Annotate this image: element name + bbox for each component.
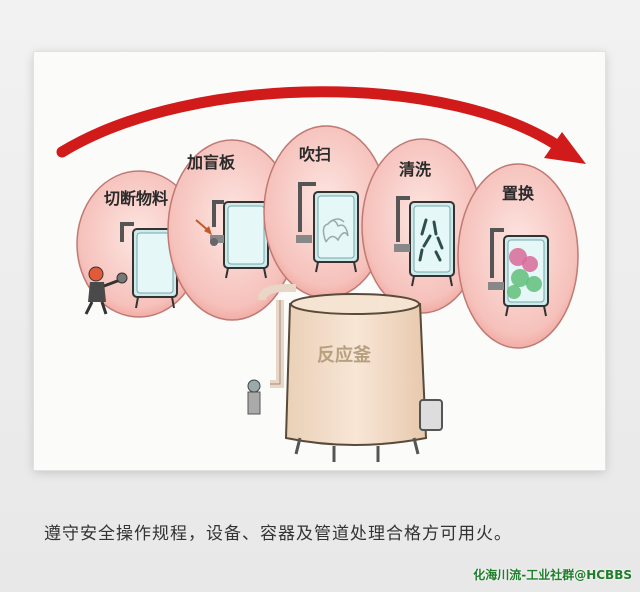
step-label: 加盲板 xyxy=(186,153,236,172)
worker-icon xyxy=(84,266,128,315)
vessel-icon xyxy=(210,200,269,279)
step-bubble-purge: 吹扫 xyxy=(263,125,389,299)
vessel-icon xyxy=(296,182,359,273)
water-spray-icon xyxy=(418,218,444,262)
step-bubble-add-blind-plate: 加盲板 xyxy=(167,139,297,321)
step-label: 置换 xyxy=(502,184,535,203)
step-label: 吹扫 xyxy=(299,145,331,164)
step-label: 清洗 xyxy=(399,160,431,179)
blind-plate-arrow-icon xyxy=(195,219,212,235)
steam-swirl-icon xyxy=(322,218,349,243)
step-bubble-wash: 清洗 xyxy=(361,138,483,314)
process-direction-arrow xyxy=(56,86,586,164)
process-diagram: 切断物料 加盲板 xyxy=(56,86,586,462)
tank-label: 反应釜 xyxy=(317,344,372,366)
step-bubble-replacement: 置换 xyxy=(457,163,579,349)
step-label: 切断物料 xyxy=(104,189,168,208)
safety-caption: 遵守安全操作规程，设备、容器及管道处理合格方可用火。 xyxy=(44,524,512,544)
watermark: 化海川流-工业社群@HCBBS xyxy=(473,568,632,582)
reactor-tank: 反应釜 xyxy=(247,284,443,462)
gas-replacement-icon xyxy=(507,248,542,299)
